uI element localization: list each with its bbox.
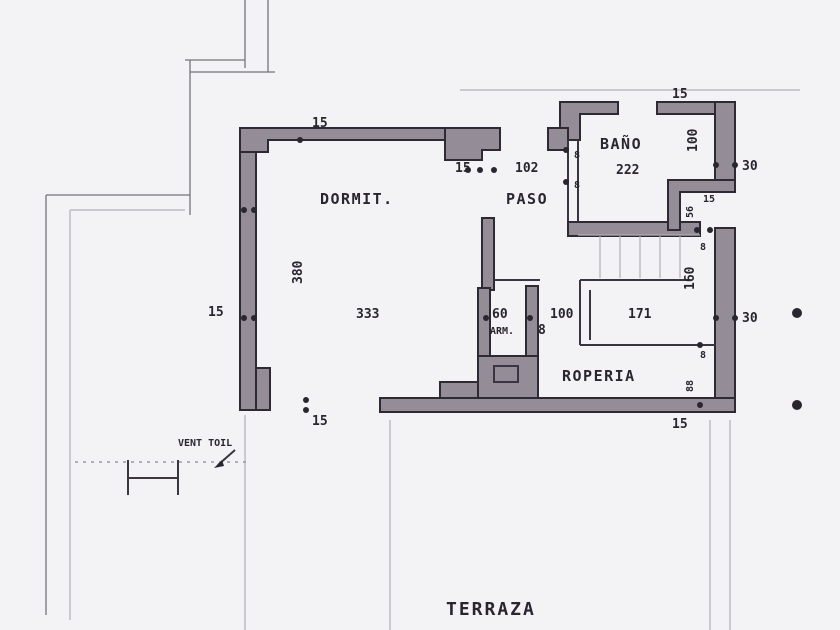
dim-paso-wall-a: 8 [574, 150, 580, 161]
wall-dormit-left-jog [255, 367, 271, 411]
dim-roperia-width: 171 [628, 307, 652, 322]
dim-roperia-wall-b: 8 [700, 350, 706, 361]
dim-top-wall: 15 [312, 116, 328, 131]
walls [239, 101, 736, 413]
dim-paso-wall-b: 8 [574, 180, 580, 191]
stair-lines [578, 234, 700, 278]
wall-bano-step [667, 179, 736, 231]
wall-bottom-stub [439, 381, 479, 399]
dim-roperia-height: 160 [683, 266, 698, 290]
dim-bano-vert: 56 [685, 206, 696, 218]
wall-bottom [379, 397, 736, 413]
room-label-roperia: ROPERIA [562, 367, 636, 385]
dim-dormit-bottom: 15 [312, 414, 328, 429]
dim-roperia-depth: 100 [550, 307, 574, 322]
room-label-bano: BAÑO [600, 134, 642, 153]
room-label-paso: PASO [506, 190, 548, 208]
dim-top-wall-mid: 15 [455, 161, 471, 176]
vent-detail [127, 449, 236, 495]
room-label-armario: ARM. [490, 326, 514, 337]
wall-dormit-left [239, 151, 257, 411]
dim-bano-width: 222 [616, 163, 639, 178]
wall-bano-right [714, 101, 736, 181]
dim-roperia-wall-a: 8 [700, 242, 706, 253]
dim-bano-height: 100 [686, 128, 701, 152]
dim-arm-wall: 8 [538, 323, 546, 338]
dim-dormit-left-wall: 15 [208, 305, 224, 320]
dimension-ticks [241, 137, 802, 413]
dim-bano-right: 30 [742, 159, 758, 174]
dim-bano-step: 15 [703, 194, 715, 205]
dim-roperia-side: 88 [685, 380, 696, 392]
dim-dormit-width: 333 [356, 307, 379, 322]
room-label-terraza: TERRAZA [446, 599, 536, 620]
dim-roperia-bottom: 15 [672, 417, 688, 432]
wall-paso-top [444, 127, 501, 161]
dim-right-wall: 30 [742, 311, 758, 326]
dim-bano-top: 15 [672, 87, 688, 102]
wall-paso-mid [481, 217, 495, 291]
note-vent-toil: VENT TOIL [178, 438, 232, 449]
dim-paso-width: 102 [515, 161, 538, 176]
dim-dormit-height: 380 [291, 260, 306, 284]
dim-arm-width: 60 [492, 307, 508, 322]
wall-bano-left [547, 127, 569, 151]
room-label-dormit: DORMIT. [320, 190, 394, 208]
